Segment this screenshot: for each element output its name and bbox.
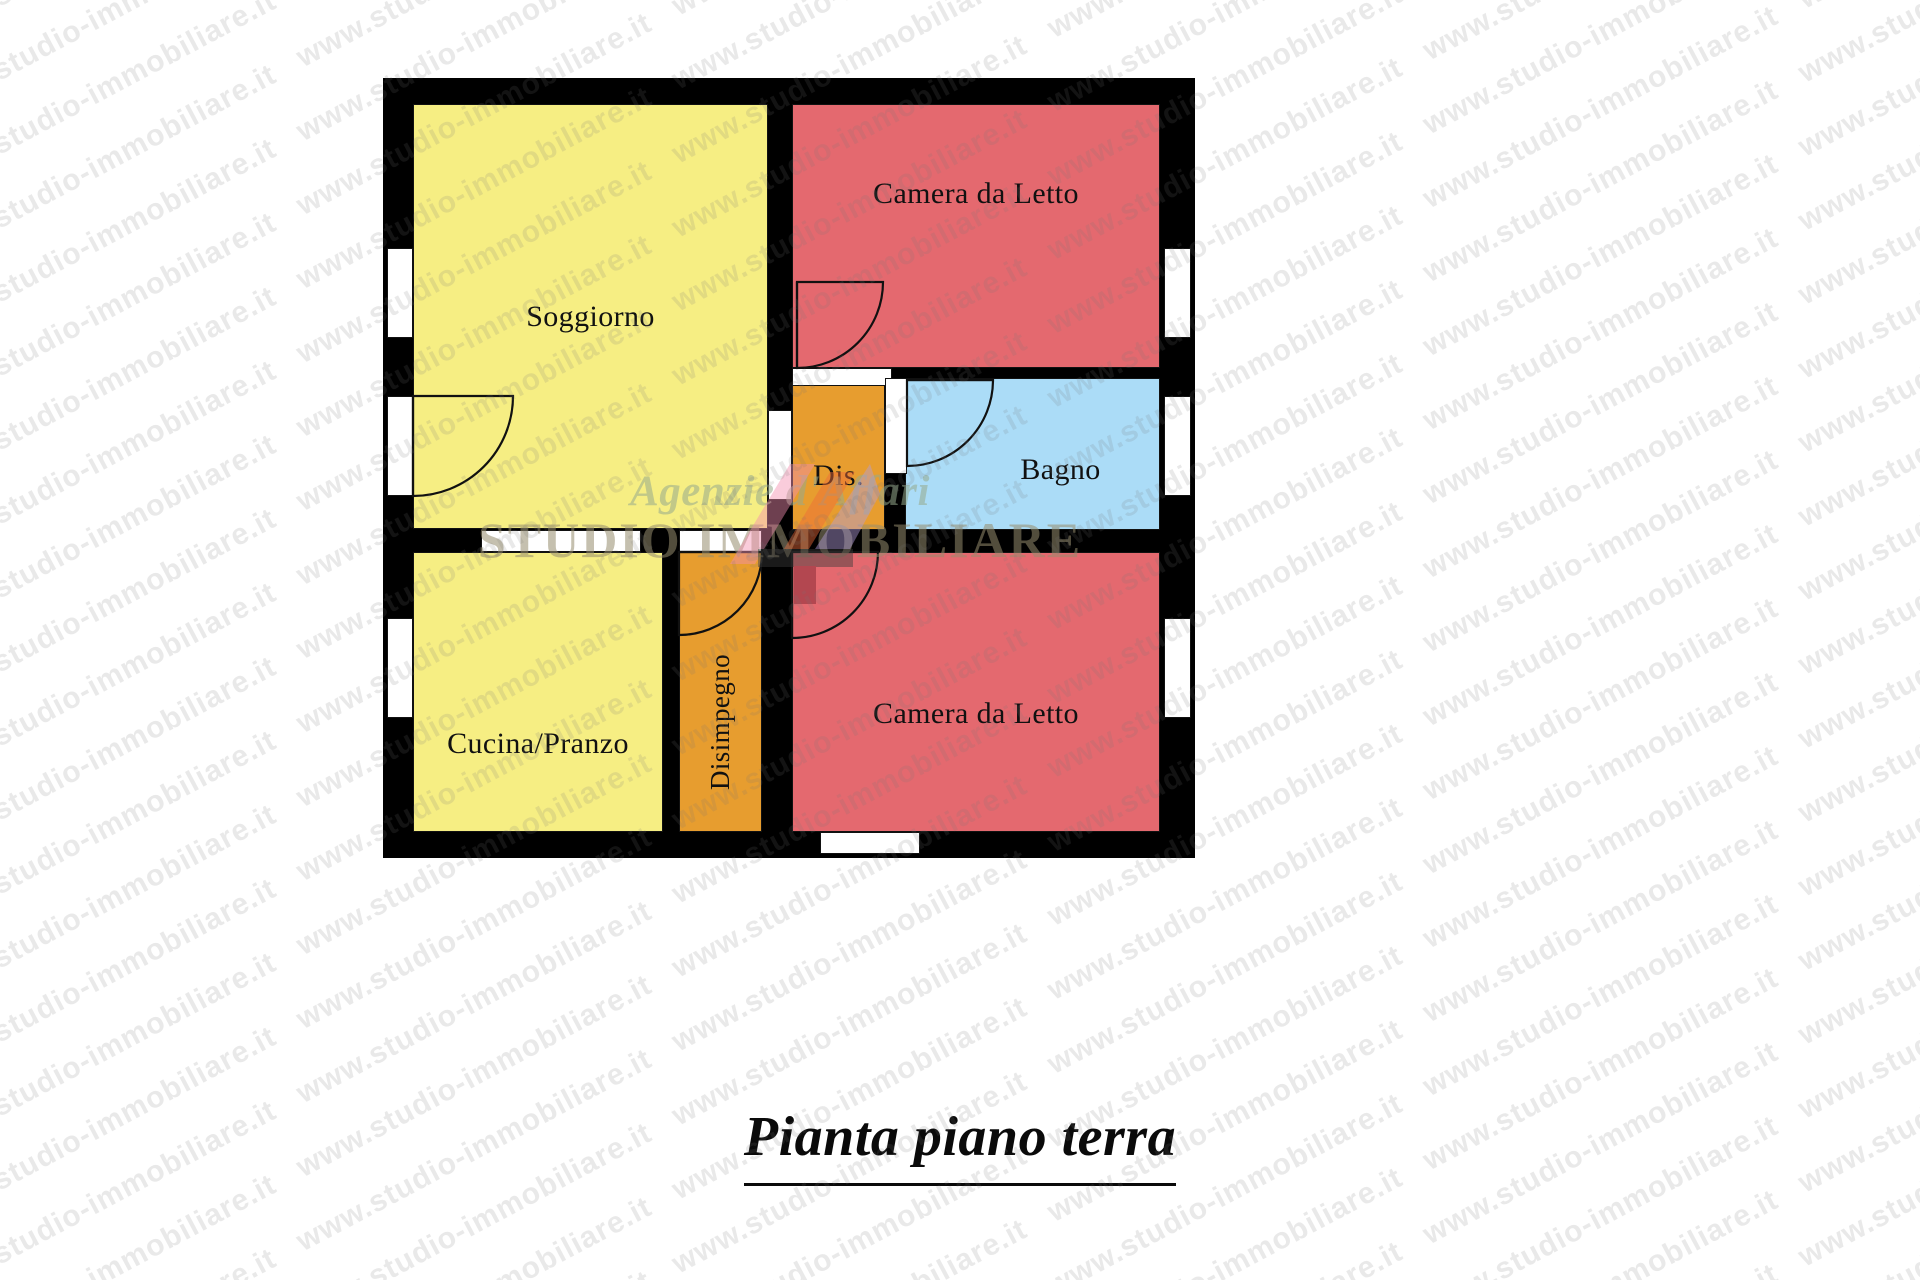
door-dis-bagno: [885, 378, 907, 474]
room-camera-da-letto-top[interactable]: Camera da Letto: [792, 104, 1160, 368]
floor-plan-drawing: Soggiorno Camera da Letto Dis. Bagno Cuc…: [383, 78, 1195, 858]
room-label-bagno: Bagno: [1020, 453, 1101, 486]
room-camera-da-letto-bottom[interactable]: Camera da Letto: [792, 552, 1160, 832]
room-label-camera-da-letto-top: Camera da Letto: [873, 177, 1079, 210]
room-label-camera-da-letto-bottom: Camera da Letto: [873, 697, 1079, 730]
room-bagno[interactable]: Bagno: [905, 378, 1160, 530]
door-soggiorno-disimpegno: [679, 530, 762, 552]
room-cucina-pranzo[interactable]: Cucina/Pranzo: [413, 552, 663, 832]
door-bottom-exterior: [820, 832, 920, 854]
plan-title-block: Pianta piano terra: [0, 1105, 1920, 1186]
window-right-upper: [1164, 248, 1191, 338]
room-label-soggiorno: Soggiorno: [526, 299, 655, 333]
door-soggiorno-dis: [768, 410, 792, 500]
window-left-middle: [387, 396, 413, 496]
window-right-middle: [1164, 396, 1191, 496]
room-label-disimpegno: Disimpegno: [705, 654, 735, 790]
watermark-line: www.studio-immobiliare.it www.studio-imm…: [0, 0, 1920, 30]
door-soggiorno-cucina: [481, 530, 641, 552]
door-camera-top-dis: [792, 368, 892, 386]
room-label-dis: Dis.: [813, 459, 864, 492]
window-right-lower: [1164, 618, 1191, 718]
room-label-cucina-pranzo: Cucina/Pranzo: [447, 727, 629, 760]
window-left-upper: [387, 248, 413, 338]
window-left-lower: [387, 618, 413, 718]
room-soggiorno[interactable]: Soggiorno: [413, 104, 768, 529]
plan-title: Pianta piano terra: [743, 1105, 1177, 1186]
room-disimpegno[interactable]: Disimpegno: [679, 552, 762, 832]
room-dis[interactable]: Dis.: [792, 378, 885, 530]
